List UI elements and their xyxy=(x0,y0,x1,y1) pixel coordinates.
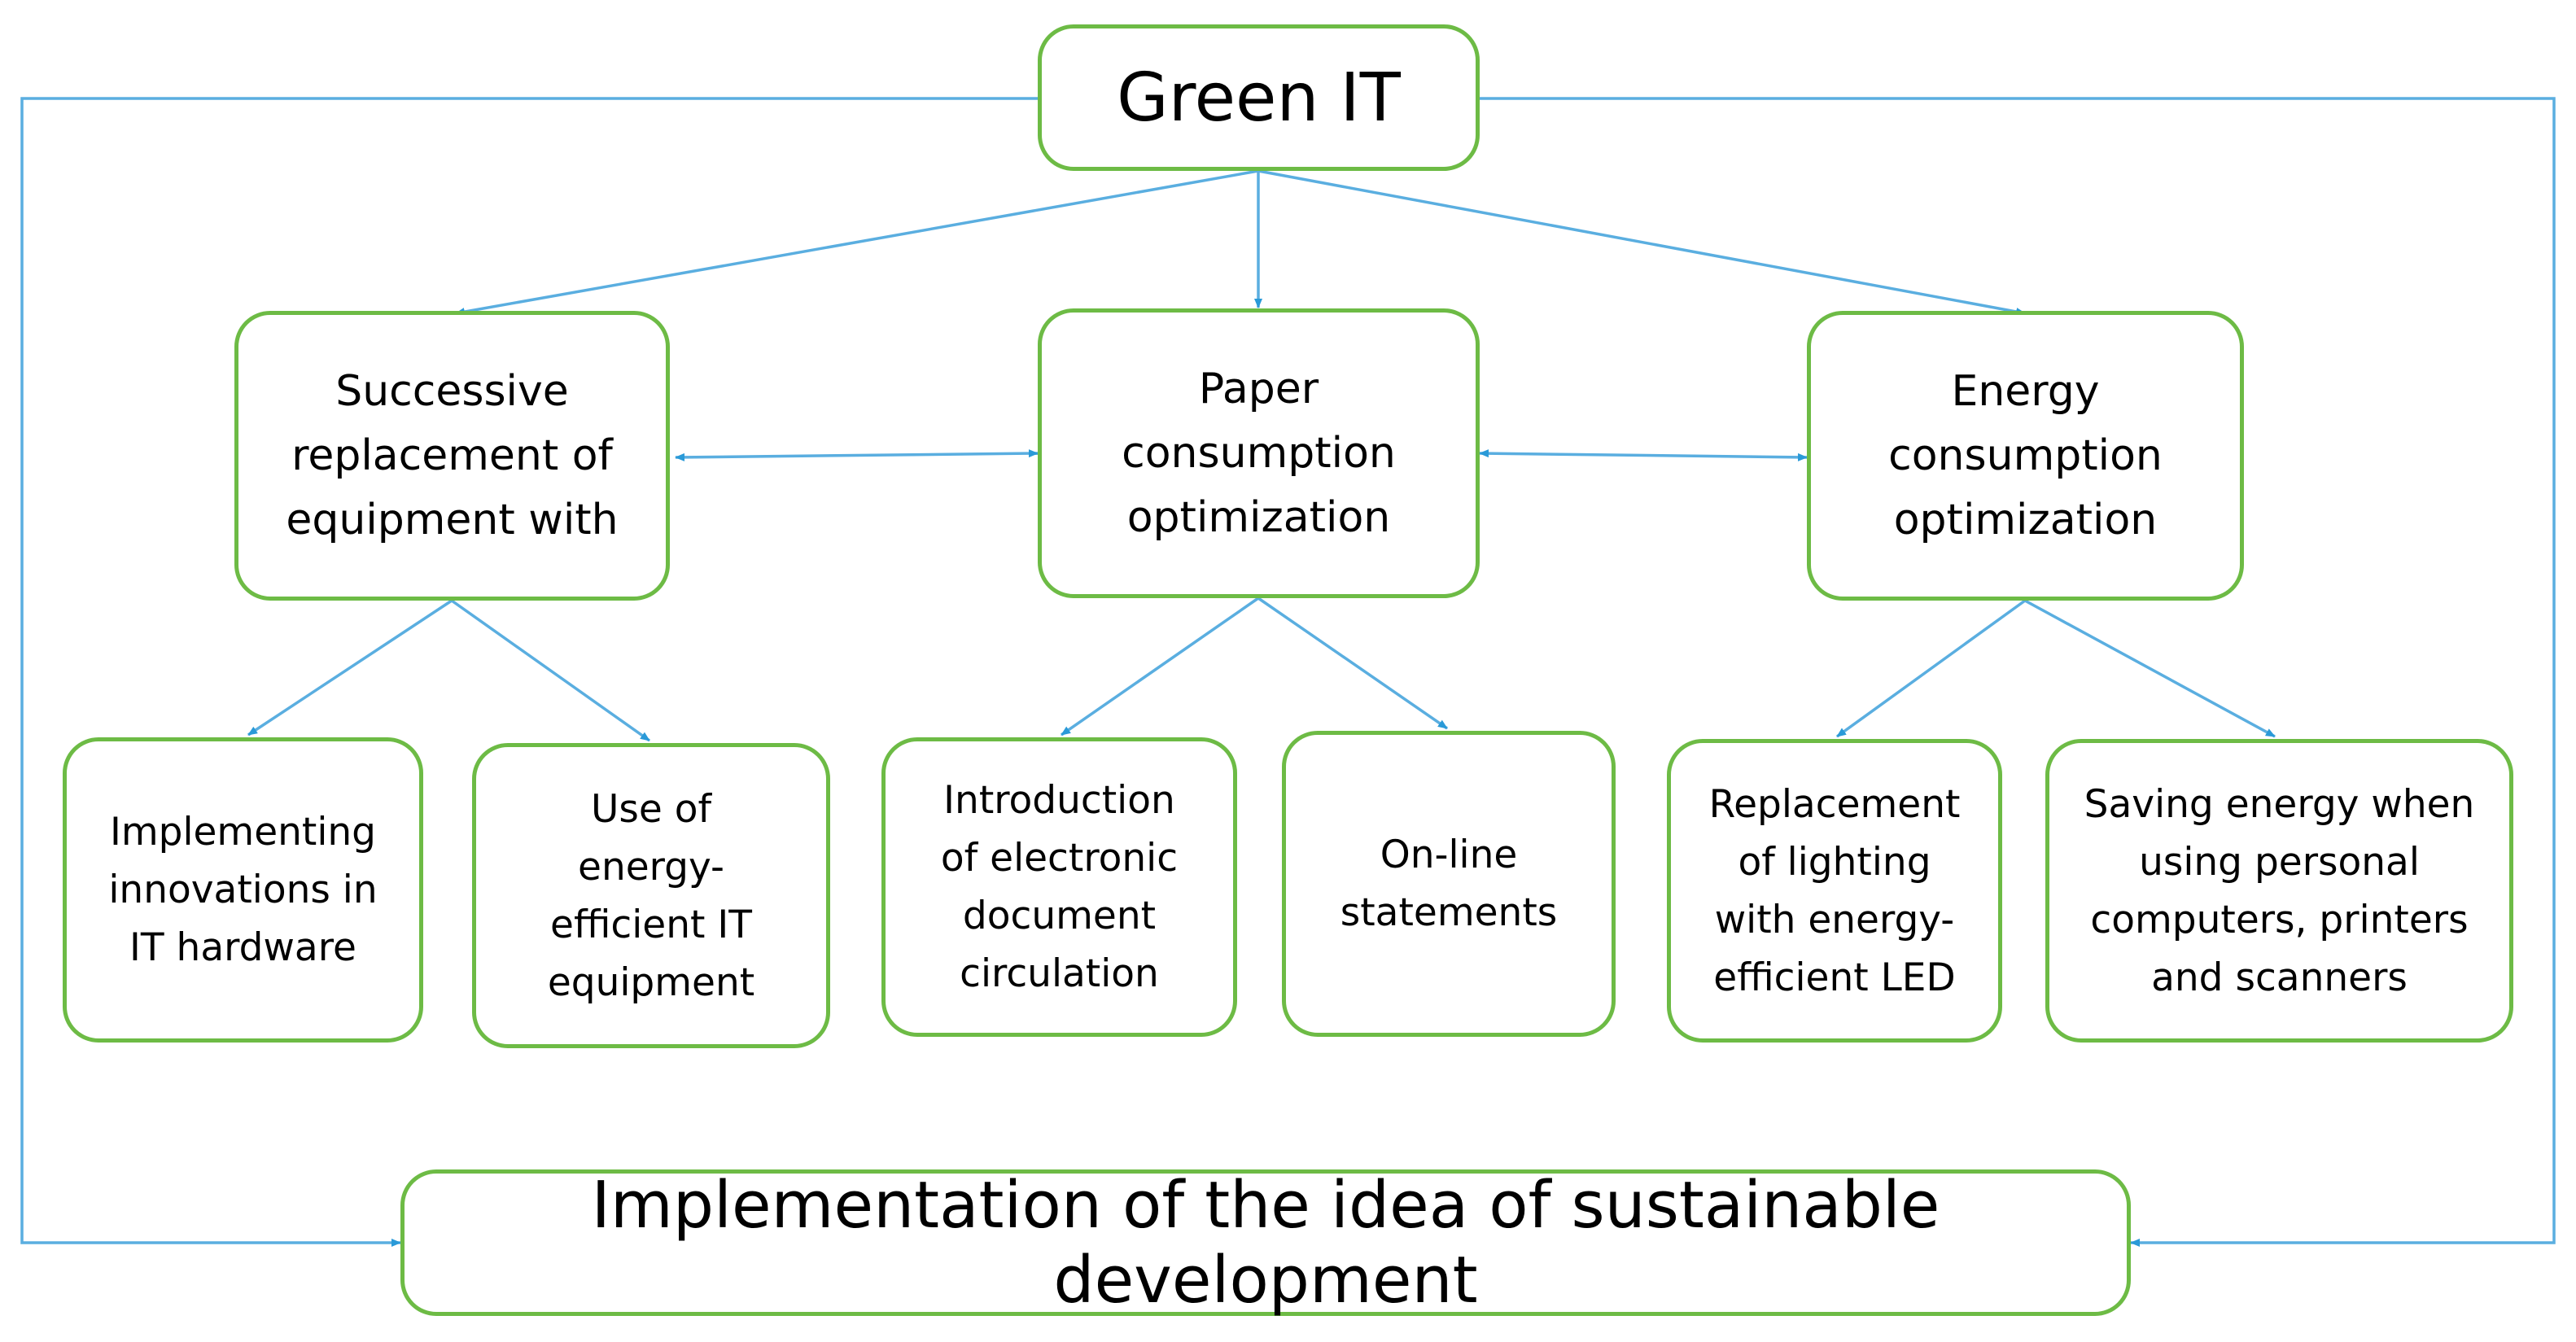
led-lighting-box: Replacement of lighting with energy- eff… xyxy=(1667,739,2002,1043)
loop-root-to-outcome-left xyxy=(20,97,1038,1247)
equipment-replacement-box: Successive replacement of equipment with xyxy=(234,311,670,601)
green-it-box: Green IT xyxy=(1038,24,1480,171)
equipment-replacement-label: Successive replacement of equipment with xyxy=(286,366,619,544)
it-hardware-innovations-label: Implementing innovations in IT hardware xyxy=(108,810,378,970)
arrow-root-to-replacement xyxy=(455,169,1259,317)
green-it-label: Green IT xyxy=(1117,59,1401,137)
energy-efficient-equipment-box: Use of energy- efficient IT equipment xyxy=(472,743,830,1048)
sustainable-development-box: Implementation of the idea of sustainabl… xyxy=(400,1168,2131,1318)
arrow-replacement-paper xyxy=(675,449,1039,461)
pc-energy-saving-box: Saving energy when using personal comput… xyxy=(2045,739,2513,1043)
energy-optimization-label: Energy consumption optimization xyxy=(1888,366,2163,544)
sustainable-development-label: Implementation of the idea of sustainabl… xyxy=(591,1168,1940,1318)
loop-root-to-outcome-right xyxy=(1480,97,2556,1247)
arrow-replacement-to-innovations xyxy=(247,599,453,737)
online-statements-label: On-line statements xyxy=(1340,833,1558,935)
arrow-paper-energy xyxy=(1479,449,1808,461)
electronic-circulation-box: Introduction of electronic document circ… xyxy=(881,737,1237,1037)
electronic-circulation-label: Introduction of electronic document circ… xyxy=(940,778,1179,996)
arrow-root-to-energy xyxy=(1257,169,2026,316)
paper-optimization-box: Paper consumption optimization xyxy=(1038,308,1480,598)
led-lighting-label: Replacement of lighting with energy- eff… xyxy=(1708,781,1961,1000)
online-statements-box: On-line statements xyxy=(1282,731,1616,1037)
arrow-replacement-to-efficient-equipment xyxy=(450,599,651,742)
arrow-paper-to-electronic-circulation xyxy=(1061,597,1259,737)
arrow-energy-to-led xyxy=(1835,599,2027,738)
arrow-energy-to-saving-energy xyxy=(2024,599,2276,738)
it-hardware-innovations-box: Implementing innovations in IT hardware xyxy=(63,737,423,1043)
paper-optimization-label: Paper consumption optimization xyxy=(1122,364,1396,542)
pc-energy-saving-label: Saving energy when using personal comput… xyxy=(2084,781,2475,1000)
energy-optimization-box: Energy consumption optimization xyxy=(1807,311,2244,601)
energy-efficient-equipment-label: Use of energy- efficient IT equipment xyxy=(547,786,755,1005)
arrow-paper-to-online-statements xyxy=(1257,597,1448,730)
